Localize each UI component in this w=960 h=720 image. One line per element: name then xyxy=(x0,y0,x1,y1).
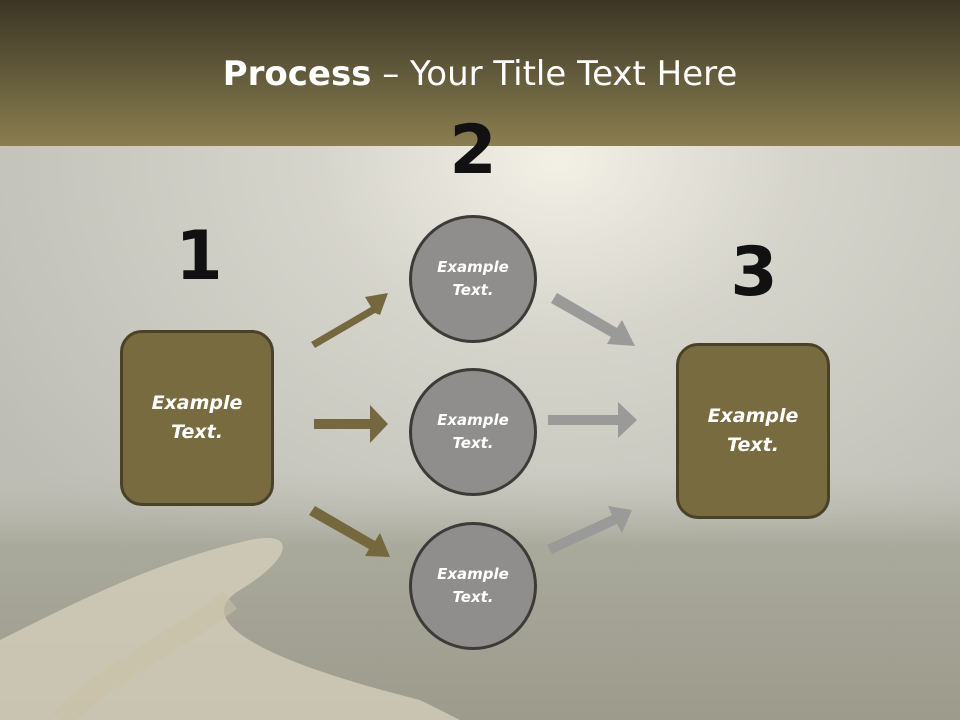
arrow-1-to-2-bottom xyxy=(309,506,390,557)
step-number-3: 3 xyxy=(730,233,778,312)
title-bar xyxy=(0,0,960,146)
arrow-1-to-2-middle xyxy=(314,405,388,443)
arrow-2-to-3-top xyxy=(551,293,635,346)
arrow-2-to-3-middle xyxy=(548,402,637,438)
step-1-label: Example Text. xyxy=(151,392,243,443)
step-2-circle-middle: Example Text. xyxy=(409,368,537,496)
step-2-circle-bottom-label: Example Text. xyxy=(437,565,509,606)
title-rest: – Your Title Text Here xyxy=(371,54,738,94)
arrow-1-to-2-top xyxy=(311,293,388,348)
step-3-box: Example Text. xyxy=(676,343,830,519)
step-2-circle-middle-label: Example Text. xyxy=(437,411,509,452)
slide-title: Process – Your Title Text Here xyxy=(0,52,960,96)
step-2-circle-bottom: Example Text. xyxy=(409,522,537,650)
step-2-circle-top: Example Text. xyxy=(409,215,537,343)
step-number-1: 1 xyxy=(175,217,223,296)
step-number-2: 2 xyxy=(449,111,497,190)
title-bold: Process xyxy=(222,54,372,94)
step-1-box: Example Text. xyxy=(120,330,274,506)
arrow-2-to-3-bottom xyxy=(547,506,632,554)
step-3-label: Example Text. xyxy=(707,405,799,456)
step-2-circle-top-label: Example Text. xyxy=(437,258,509,299)
